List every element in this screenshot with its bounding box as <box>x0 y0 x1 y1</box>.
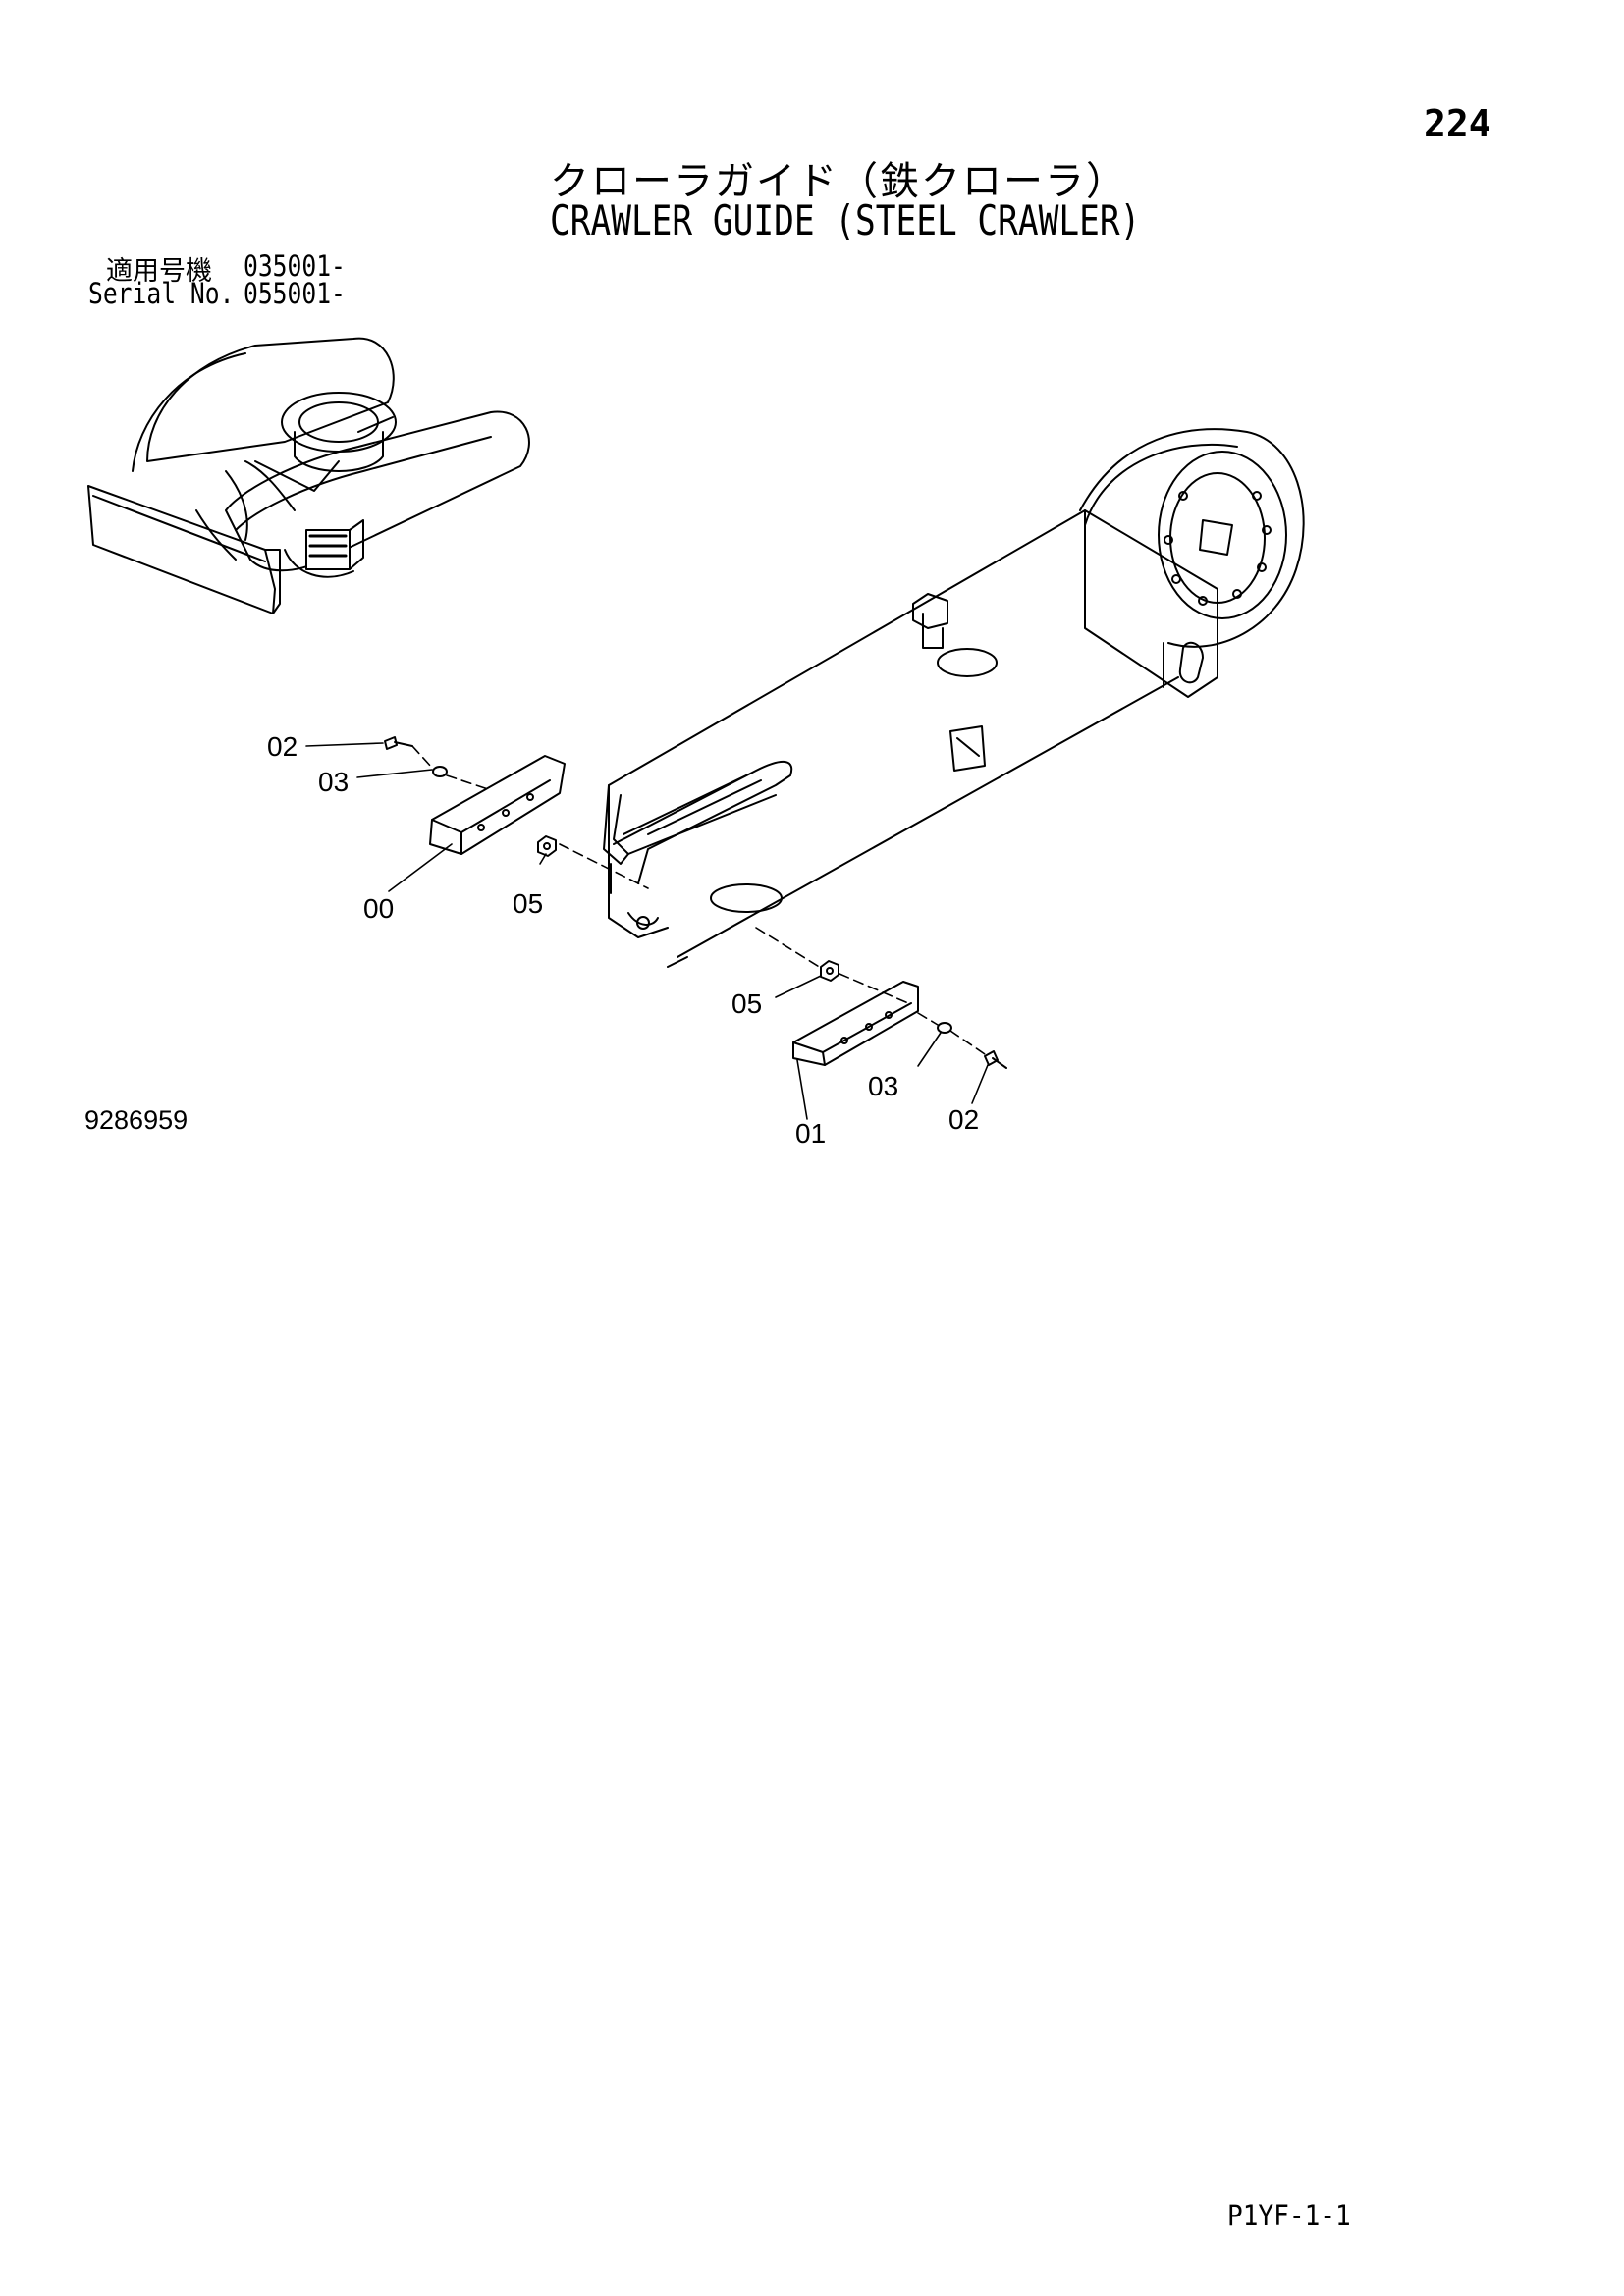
callout-01: 01 <box>795 1118 826 1148</box>
serial-label-english: Serial No. <box>88 277 235 310</box>
assembly-lines <box>411 745 986 1055</box>
callout-03-upper: 03 <box>318 767 349 797</box>
nut-05-lower <box>820 960 839 982</box>
page-code: P1YF-1-1 <box>1227 2199 1351 2232</box>
washer-03-lower <box>937 1022 952 1034</box>
title-english: CRAWLER GUIDE (STEEL CRAWLER) <box>550 196 1141 244</box>
washer-03-upper <box>432 766 448 777</box>
callout-02-lower: 02 <box>948 1104 979 1135</box>
crawler-guide-00 <box>429 755 566 855</box>
serial-value-japanese: 035001- <box>244 249 346 283</box>
bolt-02-lower <box>984 1050 1007 1069</box>
callout-00: 00 <box>363 893 394 924</box>
bolt-02-upper <box>384 736 413 750</box>
serial-value-english: 055001- <box>244 277 346 310</box>
undercarriage-overview <box>87 337 530 614</box>
title-japanese: クローラガイド（鉄クローラ） <box>550 159 1127 204</box>
callout-05-lower: 05 <box>731 988 762 1019</box>
leader-lines <box>305 742 989 1120</box>
page-number: 224 <box>1424 102 1491 145</box>
crawler-frame <box>603 428 1305 968</box>
drawing-number: 9286959 <box>84 1105 189 1135</box>
serial-label-japanese: 適用号機 <box>106 256 212 287</box>
callout-02-upper: 02 <box>267 731 298 762</box>
nut-05-upper <box>537 835 557 857</box>
crawler-guide-01 <box>792 981 919 1066</box>
callout-03-lower: 03 <box>868 1071 898 1101</box>
callout-05-upper: 05 <box>513 888 543 919</box>
